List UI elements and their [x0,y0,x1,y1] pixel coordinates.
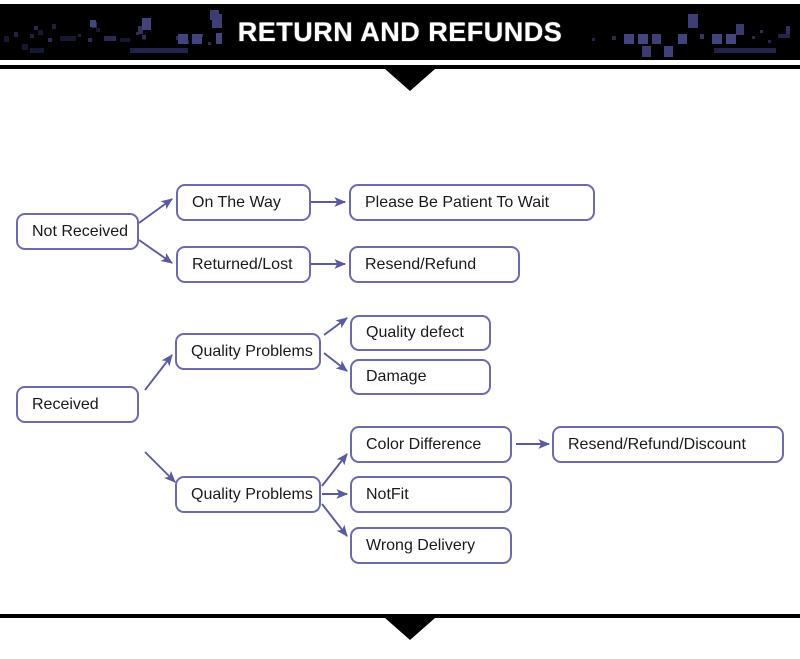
node-label: Damage [366,368,427,385]
node-label: NotFit [366,485,409,503]
node-wrong-delivery[interactable]: Wrong Delivery [350,527,512,564]
node-label: Please Be Patient To Wait [365,193,550,211]
node-label: Color Difference [366,435,482,453]
bottom-divider-rule [0,614,800,618]
node-received[interactable]: Received [16,386,139,423]
node-label: Received [32,395,99,413]
node-label: Returned/Lost [192,255,293,273]
returns-flowchart: Not Received On The Way Please Be Patien… [0,90,800,610]
top-down-arrow-icon [385,69,435,91]
page-header-banner: RETURN AND REFUNDS [0,4,800,60]
node-on-the-way[interactable]: On The Way [176,184,311,221]
node-notfit[interactable]: NotFit [350,476,512,513]
node-label: Wrong Delivery [366,536,476,554]
node-quality-problems-upper[interactable]: Quality Problems [175,333,321,370]
node-color-difference[interactable]: Color Difference [350,426,512,463]
node-label: Quality defect [366,324,464,341]
page-title: RETURN AND REFUNDS [237,16,563,47]
node-not-received[interactable]: Not Received [16,213,139,250]
node-label: Resend/Refund [365,255,477,273]
node-label: Quality Problems [191,342,313,360]
node-please-be-patient-to-wait[interactable]: Please Be Patient To Wait [349,184,595,221]
node-resend-refund-discount[interactable]: Resend/Refund/Discount [552,426,784,463]
bottom-down-arrow-icon [385,618,435,640]
node-label: Resend/Refund/Discount [568,435,746,453]
node-label: On The Way [192,193,281,211]
node-damage[interactable]: Damage [350,359,491,395]
node-resend-refund[interactable]: Resend/Refund [349,246,520,283]
node-returned-lost[interactable]: Returned/Lost [176,246,311,283]
node-label: Not Received [32,222,129,240]
node-quality-defect[interactable]: Quality defect [350,315,491,351]
flowchart-connectors [138,197,551,537]
node-label: Quality Problems [191,485,313,503]
top-divider-rule [0,65,800,69]
node-quality-problems-lower[interactable]: Quality Problems [175,476,321,513]
banner-title-backdrop [222,4,578,60]
